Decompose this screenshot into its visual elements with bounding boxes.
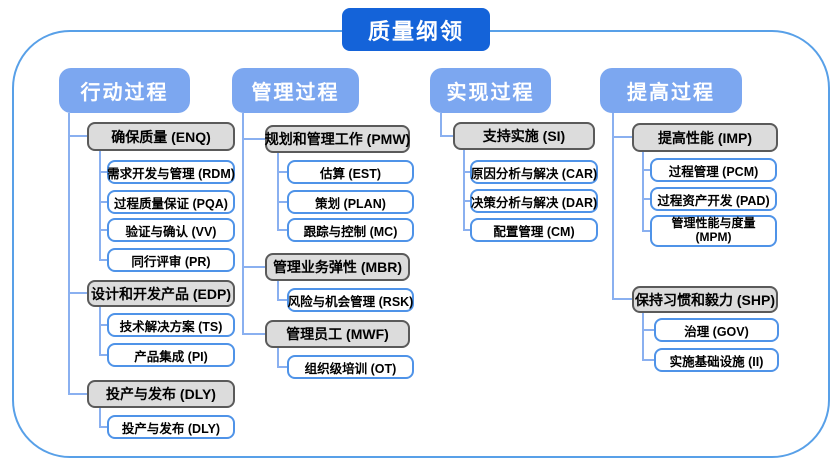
process-area-enq: 确保质量 (ENQ) (87, 122, 235, 151)
practice-ii: 实施基础设施 (II) (654, 348, 779, 372)
practice-mpm: 管理性能与度量 (MPM) (650, 215, 777, 247)
process-area-mwf: 管理员工 (MWF) (265, 320, 410, 348)
practice-ts: 技术解决方案 (TS) (107, 313, 235, 337)
practice-pcm: 过程管理 (PCM) (650, 158, 777, 182)
process-area-imp: 提高性能 (IMP) (632, 123, 778, 152)
process-area-shp: 保持习惯和毅力 (SHP) (632, 286, 778, 313)
practice-pi: 产品集成 (PI) (107, 343, 235, 367)
practice-vv: 验证与确认 (VV) (107, 218, 235, 242)
practice-pqa: 过程质量保证 (PQA) (107, 190, 235, 214)
process-area-edp: 设计和开发产品 (EDP) (87, 280, 235, 307)
practice-mc: 跟踪与控制 (MC) (287, 218, 414, 242)
practice-dly: 投产与发布 (DLY) (107, 415, 235, 439)
process-area-mbr: 管理业务弹性 (MBR) (265, 253, 410, 281)
practice-rsk: 风险与机会管理 (RSK) (287, 288, 414, 312)
practice-est: 估算 (EST) (287, 160, 414, 184)
column-header-action-process: 行动过程 (59, 68, 190, 113)
practice-pad: 过程资产开发 (PAD) (650, 187, 777, 211)
practice-ot: 组织级培训 (OT) (287, 355, 414, 379)
process-area-pmw: 规划和管理工作 (PMW) (265, 125, 410, 153)
column-header-management-process: 管理过程 (232, 68, 359, 113)
practice-gov: 治理 (GOV) (654, 318, 779, 342)
practice-pr: 同行评审 (PR) (107, 248, 235, 272)
practice-plan: 策划 (PLAN) (287, 190, 414, 214)
column-header-improvement-process: 提高过程 (600, 68, 742, 113)
practice-rdm: 需求开发与管理 (RDM) (107, 160, 235, 184)
process-area-dly: 投产与发布 (DLY) (87, 380, 235, 408)
practice-cm: 配置管理 (CM) (470, 218, 598, 242)
column-header-implementation-process: 实现过程 (430, 68, 551, 113)
practice-car: 原因分析与解决 (CAR) (470, 160, 598, 184)
practice-dar: 决策分析与解决 (DAR) (470, 189, 598, 213)
process-area-si: 支持实施 (SI) (453, 122, 595, 150)
diagram-title: 质量纲领 (342, 8, 490, 51)
